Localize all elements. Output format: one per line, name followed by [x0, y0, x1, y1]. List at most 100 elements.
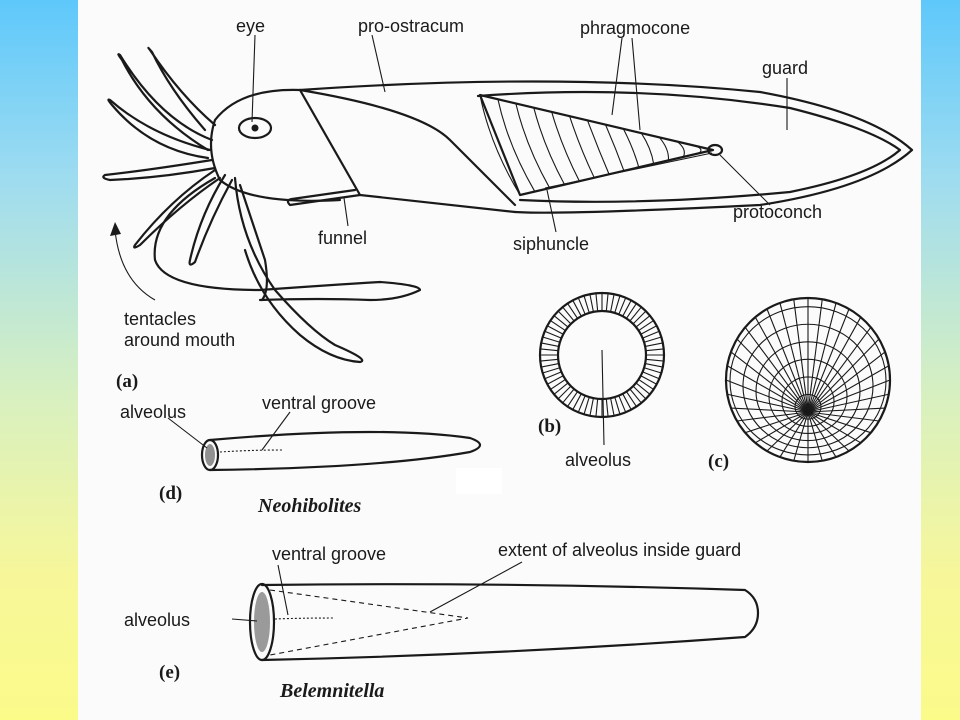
label-tentacles: tentacles [124, 309, 196, 329]
blank-patch [456, 468, 502, 494]
radial-line [736, 411, 809, 422]
radial-line [745, 411, 809, 434]
ring-tick [625, 391, 637, 407]
ring-tick [629, 388, 642, 404]
ring-tick [595, 398, 599, 417]
ring-tick [553, 382, 569, 395]
belemnite-anatomy-diagram: eye pro-ostracum phragmocone guard proto… [102, 16, 914, 702]
growth-ring [729, 306, 887, 456]
ring-tick [583, 396, 590, 415]
ring-tick [541, 342, 559, 347]
label-siphuncle: siphuncle [513, 234, 589, 254]
eye-leader [251, 34, 256, 123]
alveolus-d-opening [200, 438, 220, 472]
ring-tick [640, 375, 657, 385]
septum [640, 132, 655, 164]
funnel-leader [343, 197, 349, 227]
ring-tick [605, 293, 609, 312]
ring-tick [595, 293, 599, 312]
pro-ostracum-ridge [298, 88, 517, 207]
ring-tick [645, 348, 664, 352]
label-phragmocone: phragmocone [580, 18, 690, 38]
eye-shape [237, 116, 273, 140]
ring-tick [640, 325, 657, 335]
tentacles-group [102, 46, 422, 364]
septum [533, 107, 566, 185]
ring-tick [550, 320, 566, 332]
ring-tick [635, 382, 651, 395]
ring-tick [542, 336, 561, 343]
label-protoconch: protoconch [733, 202, 822, 222]
label-around-mouth: around mouth [124, 330, 235, 350]
label-alveolus-e: alveolus [124, 610, 190, 630]
eye-pupil [251, 124, 259, 132]
radial-line [727, 393, 809, 413]
diagram-sheet: eye pro-ostracum phragmocone guard proto… [78, 0, 921, 720]
radial-line [807, 308, 850, 413]
ventral-groove-d-leader [261, 411, 291, 451]
guard-cross-section-b: alveolus (b) [538, 291, 666, 470]
radial-line [766, 411, 809, 452]
panel-label-a: (a) [116, 371, 138, 392]
belemnite-animal-figure: eye pro-ostracum phragmocone guard proto… [102, 16, 914, 392]
ring-tick [605, 398, 609, 417]
phragmocone-leader-2 [631, 37, 641, 131]
panel-label-d: (d) [159, 483, 182, 504]
ring-tick [562, 306, 575, 322]
ring-tick [618, 395, 627, 413]
ring-tick [618, 297, 627, 315]
ring-tick [583, 295, 590, 314]
ring-tick [540, 348, 559, 352]
phragmocone-septa [479, 94, 702, 196]
extent-leader [429, 561, 523, 613]
ring-tick [610, 294, 615, 312]
neohibolites-figure: alveolus ventral groove (d) Neohibolites [120, 393, 482, 517]
ring-tick [645, 363, 663, 368]
ring-tick [622, 300, 632, 317]
septum [622, 128, 640, 168]
label-eye: eye [236, 16, 265, 36]
ring-tick [645, 358, 664, 362]
ring-tick [629, 306, 642, 322]
radial-line [779, 302, 809, 413]
ring-tick [544, 371, 562, 380]
ring-tick [577, 395, 586, 413]
ring-tick [557, 385, 572, 400]
radial-line [807, 316, 862, 413]
label-extent: extent of alveolus inside guard [498, 540, 741, 560]
radial-line [766, 308, 809, 413]
ring-tick [632, 310, 647, 325]
panel-label-b: (b) [538, 416, 561, 437]
label-funnel: funnel [318, 228, 367, 248]
radial-line [779, 411, 809, 458]
alveolus-e-opening [248, 582, 276, 662]
radial-line [730, 407, 809, 413]
radial-line [807, 411, 880, 422]
ring-tick [542, 367, 561, 374]
ring-tick [589, 398, 594, 416]
ring-tick [544, 330, 562, 339]
protoconch-leader [719, 154, 771, 206]
belemnitella-figure: ventral groove alveolus extent of alveol… [124, 540, 760, 702]
septum [551, 111, 580, 182]
phragmocone-leader-1 [611, 37, 623, 116]
ring-tick [553, 315, 569, 328]
guard-radial-section-c: (c) [708, 296, 892, 472]
head-outline [209, 88, 342, 202]
septum [479, 94, 521, 196]
ring-tick [541, 363, 559, 368]
ring-tick [577, 297, 586, 315]
ring-tick [643, 367, 662, 374]
tentacles-arrow [114, 229, 156, 301]
ring-tick [642, 371, 660, 380]
radial-line [807, 411, 850, 452]
radial-line [744, 326, 809, 413]
ring-tick [643, 336, 662, 343]
septum [604, 124, 625, 171]
pro-ostracum-leader [371, 34, 386, 93]
radial-line [807, 351, 886, 413]
alveolus-d-leader [167, 417, 208, 449]
growth-ring [768, 358, 848, 435]
ring-tick [572, 300, 582, 317]
ring-tick [562, 388, 575, 404]
